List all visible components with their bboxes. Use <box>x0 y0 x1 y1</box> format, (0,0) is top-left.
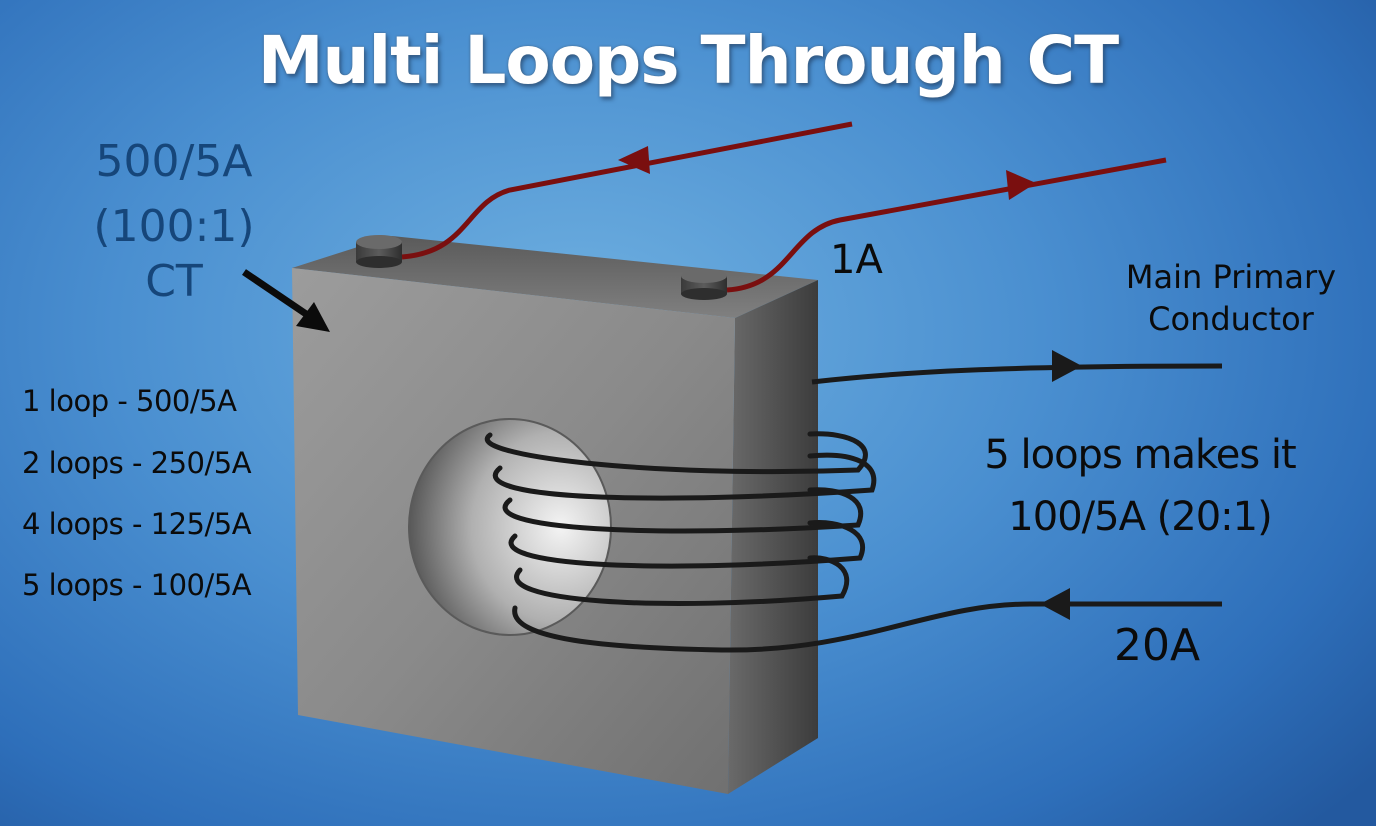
ct-turns-ratio-label: (100:1) <box>93 201 255 252</box>
ct-pointer-arrow <box>242 269 314 321</box>
ct-body <box>292 236 818 794</box>
primary-coil <box>484 431 877 653</box>
terminal-left <box>356 235 402 268</box>
ct-ratio-label: 500/5A <box>95 136 253 187</box>
terminal-right <box>681 269 727 300</box>
primary-conductor-label-line1: Main Primary <box>1125 258 1337 296</box>
result-label-line2: 100/5A (20:1) <box>1008 494 1272 540</box>
loop-table-row: 5 loops - 100/5A <box>22 568 252 602</box>
primary-lead-in <box>721 601 1222 653</box>
primary-current-label: 20A <box>1114 620 1201 671</box>
primary-lead-out <box>811 363 1223 385</box>
primary-arrow-in <box>1040 588 1070 620</box>
secondary-arrow-right <box>1006 170 1036 200</box>
ct-window-hole <box>409 419 611 635</box>
primary-conductor-label-line2: Conductor <box>1148 300 1314 338</box>
result-label-line1: 5 loops makes it <box>984 432 1296 478</box>
secondary-current-label: 1A <box>830 237 883 283</box>
loop-table-row: 4 loops - 125/5A <box>22 507 252 541</box>
page-title: Multi Loops Through CT <box>257 22 1119 99</box>
secondary-arrow-left <box>618 146 650 174</box>
loop-table-row: 1 loop - 500/5A <box>22 384 237 418</box>
secondary-wire-out <box>726 157 1167 293</box>
loop-table-row: 2 loops - 250/5A <box>22 446 252 480</box>
secondary-wire-return <box>401 121 853 260</box>
primary-arrow-out <box>1052 350 1082 382</box>
ct-side-face <box>728 280 818 794</box>
ct-pointer-arrowhead <box>296 302 330 332</box>
ct-name-label: CT <box>145 256 203 307</box>
